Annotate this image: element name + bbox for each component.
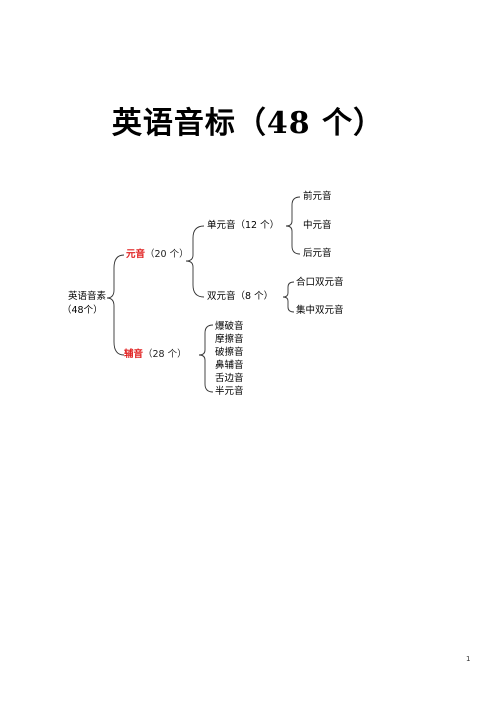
root-label: 英语音素 [68, 291, 107, 302]
single-vowels-brace [285, 196, 301, 255]
diphthongs-brace [282, 281, 295, 313]
root-count: （48个） [62, 305, 103, 316]
consonant-laterals: 舌边音 [215, 373, 244, 384]
single-vowels-label: 单元音（12 个） [207, 220, 280, 231]
consonant-fricatives: 摩擦音 [215, 334, 244, 345]
vowels-count: （20 个） [145, 249, 189, 260]
consonant-plosives: 爆破音 [215, 321, 244, 332]
page-number: 1 [466, 655, 471, 663]
consonants-label: 辅音 [124, 349, 144, 360]
consonant-nasals: 鼻辅音 [215, 360, 244, 371]
vowels-brace [185, 225, 205, 298]
root-brace [106, 254, 125, 356]
closing-diphthongs: 合口双元音 [296, 277, 344, 288]
centring-diphthongs: 集中双元音 [296, 305, 344, 316]
consonant-affricates: 破擦音 [215, 347, 244, 358]
diphthongs-label: 双元音（8 个） [207, 291, 274, 302]
vowels-label: 元音 [126, 249, 146, 260]
back-vowels: 后元音 [303, 248, 332, 259]
consonant-semivowels: 半元音 [215, 386, 244, 397]
page-title: 英语音标（48 个） [111, 106, 385, 141]
consonants-node: 辅音（28 个） [124, 349, 187, 361]
vowels-node: 元音（20 个） [126, 249, 189, 261]
central-vowels: 中元音 [303, 220, 332, 231]
consonants-brace [198, 324, 214, 393]
consonants-count: （28 个） [143, 349, 187, 360]
front-vowels: 前元音 [303, 191, 332, 202]
